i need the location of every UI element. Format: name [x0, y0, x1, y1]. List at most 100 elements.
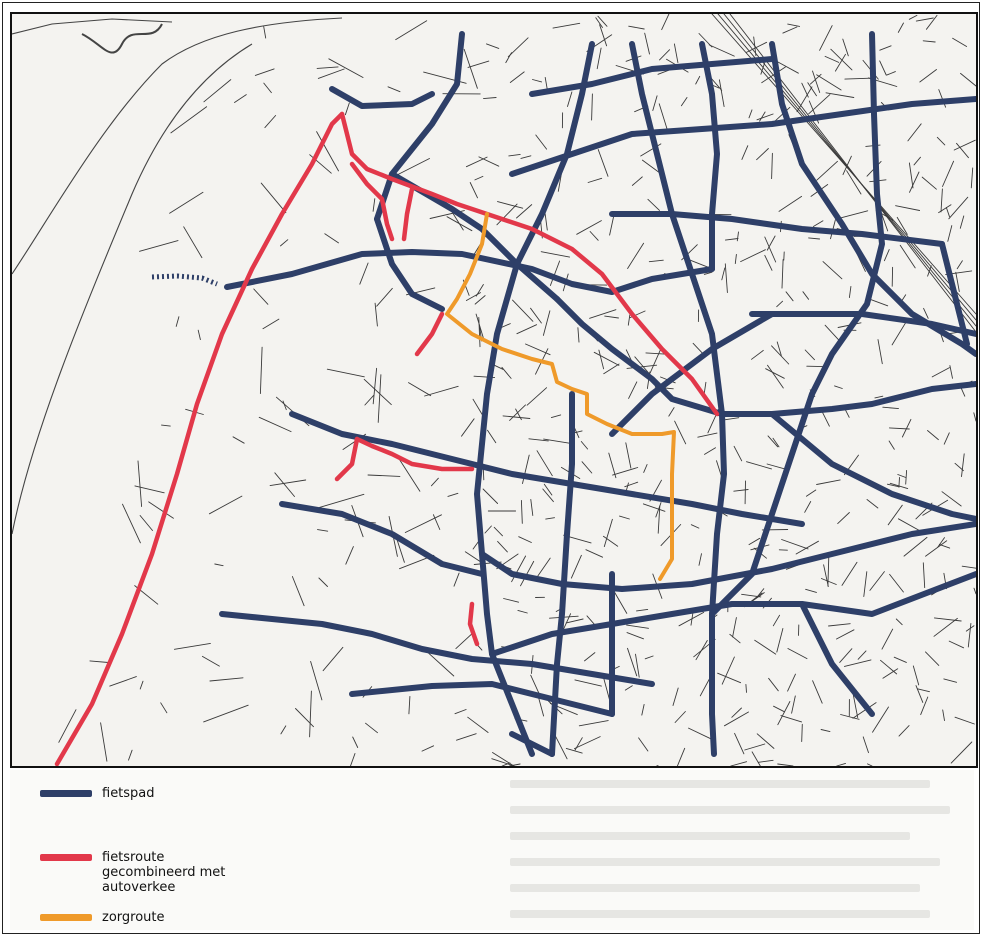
street-segment — [734, 732, 745, 755]
street-segment — [254, 68, 275, 76]
street-segment — [350, 753, 356, 766]
street-segment — [532, 79, 543, 83]
street-segment — [160, 702, 168, 714]
street-segment — [776, 628, 784, 653]
street-segment — [724, 238, 739, 241]
street-segment — [631, 176, 643, 186]
street-segment — [483, 97, 497, 100]
street-segment — [635, 653, 640, 678]
street-segment — [408, 382, 432, 397]
street-segment — [625, 349, 632, 361]
street-segment — [652, 95, 658, 111]
street-segment — [943, 678, 958, 683]
street-segment — [836, 629, 855, 640]
street-segment — [463, 48, 478, 89]
street-segment — [787, 648, 808, 660]
legend-swatch-fietsroute — [40, 854, 92, 861]
street-segment — [893, 656, 907, 663]
street-segment — [398, 458, 421, 492]
street-segment — [585, 549, 604, 558]
street-segment — [280, 239, 289, 247]
street-segment — [945, 207, 950, 218]
street-segment — [828, 623, 851, 627]
street-segment — [678, 611, 705, 627]
street-segment — [316, 66, 339, 69]
street-segment — [771, 345, 790, 365]
street-segment — [536, 557, 551, 578]
street-segment — [729, 633, 741, 644]
street-segment — [897, 518, 922, 533]
street-segment — [740, 249, 766, 263]
street-segment — [604, 315, 619, 319]
street-segment — [883, 249, 890, 262]
street-segment — [577, 327, 580, 343]
street-segment — [724, 263, 728, 293]
street-segment — [536, 450, 553, 477]
street-segment — [627, 313, 631, 326]
street-segment — [359, 262, 369, 285]
street-segment — [655, 502, 662, 518]
street-segment — [745, 683, 747, 693]
street-segment — [915, 17, 934, 22]
street-segment — [766, 235, 776, 251]
street-segment — [867, 763, 873, 766]
street-segment — [771, 152, 773, 180]
street-segment — [776, 341, 782, 356]
street-segment — [602, 535, 619, 547]
street-segment — [862, 736, 869, 754]
street-segment — [310, 660, 323, 701]
street-segment — [544, 76, 548, 91]
street-segment — [901, 418, 912, 438]
faint-background-text — [510, 832, 910, 840]
street-segment — [808, 237, 821, 240]
street-segment — [863, 571, 868, 597]
street-segment — [781, 539, 809, 550]
street-segment — [889, 573, 904, 593]
street-segment — [581, 461, 593, 474]
street-segment — [567, 91, 573, 107]
street-segment — [754, 639, 777, 655]
street-segment — [791, 695, 796, 714]
street-segment — [478, 317, 481, 348]
street-segment — [710, 77, 723, 91]
street-segment — [364, 394, 375, 406]
street-segment — [455, 632, 474, 650]
street-segment — [421, 745, 435, 752]
street-segment — [262, 318, 280, 330]
street-segment — [408, 696, 411, 715]
street-segment — [692, 342, 704, 355]
cycle-route-map[interactable] — [12, 14, 976, 766]
street-segment — [879, 45, 892, 51]
street-segment — [542, 488, 554, 503]
street-segment — [549, 260, 561, 286]
street-segment — [839, 648, 853, 663]
street-segment — [888, 440, 895, 450]
street-segment — [824, 55, 840, 63]
street-segment — [805, 489, 817, 497]
street-segment — [721, 656, 735, 685]
street-segment — [520, 500, 523, 524]
street-segment — [846, 170, 862, 195]
street-segment — [704, 447, 716, 455]
street-segment — [698, 553, 702, 566]
street-segment — [948, 640, 965, 649]
street-segment — [973, 412, 976, 422]
street-segment — [961, 565, 976, 569]
street-segment — [777, 61, 799, 74]
street-segment — [134, 485, 165, 494]
street-segment — [778, 195, 803, 212]
street-segment — [608, 452, 617, 479]
street-segment — [542, 310, 551, 336]
street-segment — [897, 474, 907, 478]
street-segment — [777, 763, 794, 766]
street-segment — [756, 113, 774, 121]
street-segment — [58, 709, 77, 743]
street-segment — [109, 676, 137, 687]
street-segment — [782, 26, 798, 34]
street-segment — [723, 711, 749, 727]
street-segment — [139, 515, 153, 531]
street-segment — [688, 727, 714, 741]
street-segment — [474, 295, 486, 305]
street-segment — [695, 75, 701, 85]
street-segment — [659, 49, 671, 61]
